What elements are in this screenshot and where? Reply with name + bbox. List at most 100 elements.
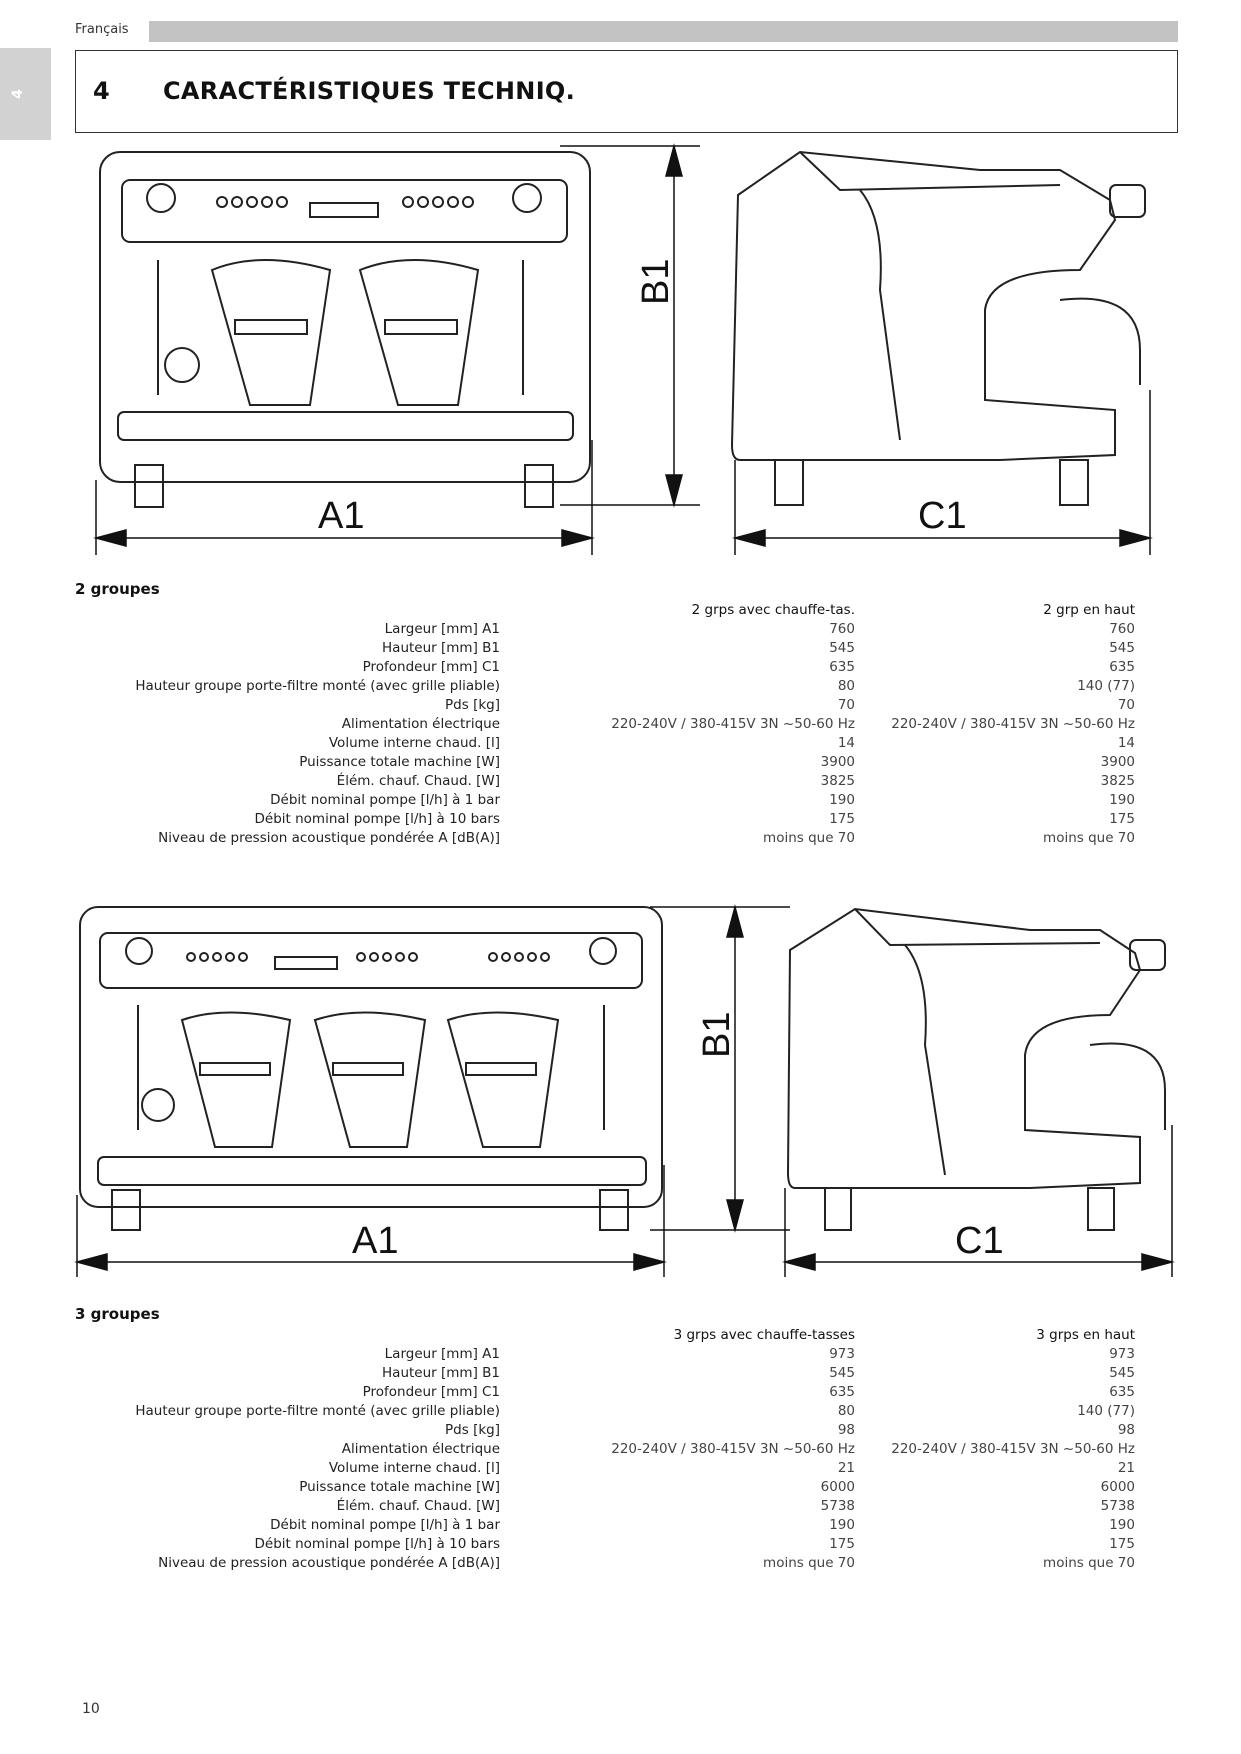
spec-label: Profondeur [mm] C1	[362, 1384, 500, 1400]
spec-value-1: 6000	[820, 1479, 855, 1495]
dim-label-depth: C1	[918, 495, 967, 537]
front-view-body	[99, 151, 591, 483]
spec-value-2: 3825	[1100, 773, 1135, 789]
dim-label-width: A1	[352, 1220, 398, 1262]
spec-col2-header: 2 grp en haut	[1043, 602, 1135, 618]
spec-value-2: 190	[1109, 792, 1135, 808]
spec-label: Débit nominal pompe [l/h] à 1 bar	[270, 1517, 500, 1533]
side-view-body	[786, 907, 1142, 1189]
spec-label: Niveau de pression acoustique pondérée A…	[158, 830, 500, 846]
spec-value-1: 21	[837, 1460, 855, 1476]
spec-label: Débit nominal pompe [l/h] à 1 bar	[270, 792, 500, 808]
spec-value-1: 175	[829, 811, 855, 827]
spec-value-2: 760	[1109, 621, 1135, 637]
spec-label: Hauteur [mm] B1	[382, 640, 500, 656]
spec-row: Profondeur [mm] C1 635 635	[75, 659, 1135, 678]
dim-label-depth: C1	[955, 1220, 1004, 1262]
spec-value-1: 973	[829, 1346, 855, 1362]
spec-value-2: 3900	[1100, 754, 1135, 770]
spec-row: Alimentation électrique 220-240V / 380-41…	[75, 716, 1135, 735]
language-label: Français	[75, 22, 129, 37]
spec-label: Profondeur [mm] C1	[362, 659, 500, 675]
spec-value-1: 635	[829, 659, 855, 675]
spec-header-row: 3 grps avec chauffe-tasses 3 grps en hau…	[75, 1327, 1135, 1346]
page-number: 10	[82, 1701, 100, 1717]
spec-value-2: 220-240V / 380-415V 3N ~50-60 Hz	[891, 716, 1135, 732]
spec-value-1: 220-240V / 380-415V 3N ~50-60 Hz	[611, 716, 855, 732]
spec-label: Largeur [mm] A1	[384, 1346, 500, 1362]
side-view-body	[730, 150, 1117, 461]
spec-value-1: 635	[829, 1384, 855, 1400]
section-title: CARACTÉRISTIQUES TECHNIQ.	[163, 77, 576, 105]
spec-value-2: 5738	[1100, 1498, 1135, 1514]
spec-value-2: 635	[1109, 659, 1135, 675]
spec-value-1: 80	[837, 1403, 855, 1419]
spec-header-row: 2 grps avec chauffe-tas. 2 grp en haut	[75, 602, 1135, 621]
dim-label-height: B1	[635, 259, 677, 305]
spec-value-2: 6000	[1100, 1479, 1135, 1495]
front-view-body	[79, 906, 663, 1208]
dim-label-height: B1	[696, 1012, 738, 1058]
spec-table-3-groups: 3 grps avec chauffe-tasses 3 grps en hau…	[75, 1327, 1135, 1574]
spec-label: Volume interne chaud. [l]	[328, 1460, 500, 1476]
spec-value-2: 140 (77)	[1077, 1403, 1135, 1419]
spec-value-2: 545	[1109, 1365, 1135, 1381]
spec-label: Hauteur groupe porte-filtre monté (avec …	[135, 1403, 500, 1419]
spec-row: Profondeur [mm] C1 635 635	[75, 1384, 1135, 1403]
spec-col1-header: 3 grps avec chauffe-tasses	[673, 1327, 855, 1343]
spec-row: Débit nominal pompe [l/h] à 1 bar 190 190	[75, 792, 1135, 811]
spec-row: Niveau de pression acoustique pondérée A…	[75, 830, 1135, 849]
spec-value-2: moins que 70	[1043, 1555, 1135, 1571]
dim-label-width: A1	[318, 495, 364, 537]
spec-table-2-groups: 2 grps avec chauffe-tas. 2 grp en haut L…	[75, 602, 1135, 849]
spec-label: Niveau de pression acoustique pondérée A…	[158, 1555, 500, 1571]
spec-label: Volume interne chaud. [l]	[328, 735, 500, 751]
chapter-tab: 4	[0, 48, 51, 140]
spec-value-2: 973	[1109, 1346, 1135, 1362]
spec-value-1: 760	[829, 621, 855, 637]
spec-col2-header: 3 grps en haut	[1036, 1327, 1135, 1343]
spec-row: Largeur [mm] A1 973 973	[75, 1346, 1135, 1365]
spec-col1-header: 2 grps avec chauffe-tas.	[691, 602, 855, 618]
drawing-3-groups: A1 C1 B1	[74, 904, 1175, 1277]
spec-label: Pds [kg]	[445, 697, 500, 713]
spec-row: Élém. chauf. Chaud. [W] 5738 5738	[75, 1498, 1135, 1517]
spec-row: Alimentation électrique 220-240V / 380-41…	[75, 1441, 1135, 1460]
spec-value-1: 175	[829, 1536, 855, 1552]
spec-label: Alimentation électrique	[341, 716, 500, 732]
spec-value-2: 14	[1117, 735, 1135, 751]
spec-value-1: 98	[837, 1422, 855, 1438]
spec-value-2: 140 (77)	[1077, 678, 1135, 694]
spec-value-1: 220-240V / 380-415V 3N ~50-60 Hz	[611, 1441, 855, 1457]
group-title-3: 3 groupes	[75, 1305, 160, 1323]
spec-label: Puissance totale machine [W]	[299, 1479, 500, 1495]
spec-value-1: 190	[829, 792, 855, 808]
spec-value-1: 5738	[820, 1498, 855, 1514]
spec-value-1: 545	[829, 640, 855, 656]
spec-value-2: 635	[1109, 1384, 1135, 1400]
spec-label: Pds [kg]	[445, 1422, 500, 1438]
spec-row: Niveau de pression acoustique pondérée A…	[75, 1555, 1135, 1574]
spec-value-1: 80	[837, 678, 855, 694]
spec-label: Élém. chauf. Chaud. [W]	[336, 1498, 500, 1514]
spec-value-2: 70	[1117, 697, 1135, 713]
spec-value-2: 220-240V / 380-415V 3N ~50-60 Hz	[891, 1441, 1135, 1457]
group-title-2: 2 groupes	[75, 580, 160, 598]
spec-label: Débit nominal pompe [l/h] à 10 bars	[254, 811, 500, 827]
drawing-2-groups: A1 C1 B1	[93, 143, 1153, 555]
spec-label: Alimentation électrique	[341, 1441, 500, 1457]
spec-value-2: 175	[1109, 1536, 1135, 1552]
spec-value-2: 190	[1109, 1517, 1135, 1533]
spec-row: Hauteur groupe porte-filtre monté (avec …	[75, 1403, 1135, 1422]
